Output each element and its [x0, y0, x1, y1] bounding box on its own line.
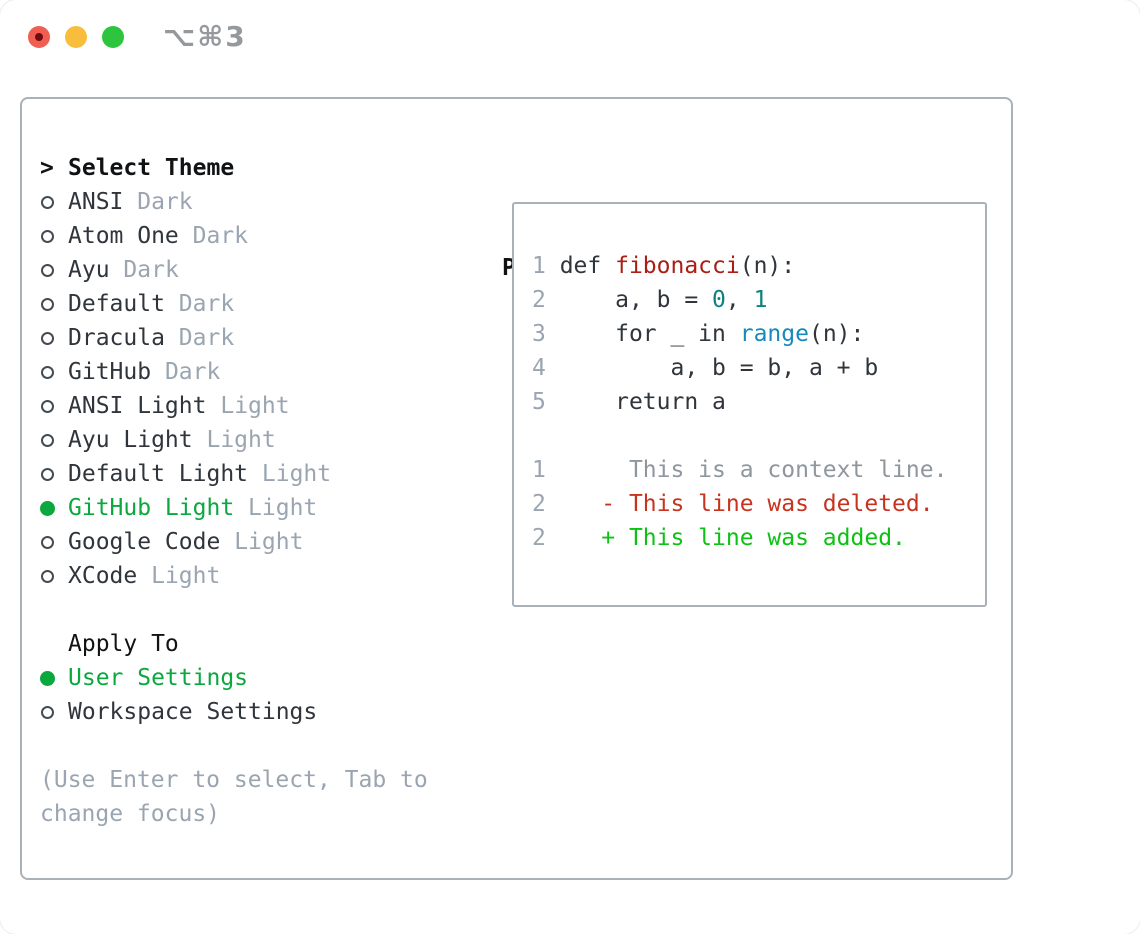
select-theme-header-row: > Select Theme: [40, 151, 480, 185]
apply-option-workspace-settings[interactable]: Workspace Settings: [40, 695, 480, 729]
line-number: 1: [532, 457, 602, 483]
radio-icon[interactable]: [40, 467, 68, 481]
preview-code: 1 def fibonacci(n): 2 a, b = 0, 1 3 for _ …: [532, 253, 977, 559]
radio-icon[interactable]: [40, 263, 68, 277]
radio-icon[interactable]: [40, 297, 68, 311]
traffic-lights: [28, 26, 124, 48]
cursor-indicator: >: [40, 155, 54, 181]
radio-icon[interactable]: [40, 331, 68, 345]
keyboard-hint: (Use Enter to select, Tab to change focu…: [40, 767, 428, 827]
diff-sample: 1 This is a context line. 2 - This line w…: [532, 457, 977, 559]
theme-variant: Dark: [123, 257, 179, 283]
line-number: 5: [532, 389, 560, 415]
theme-name: ANSI Light: [68, 393, 207, 419]
titlebar: ⌥⌘3: [0, 0, 1140, 74]
apply-to-header-row: Apply To: [40, 627, 480, 661]
theme-variant: Dark: [164, 359, 221, 385]
line-number: 2: [532, 287, 560, 313]
line-number: 2: [532, 491, 602, 517]
radio-icon[interactable]: [40, 535, 68, 549]
code-line: 3 for _ in range(n):: [532, 321, 865, 347]
theme-variant: Light: [220, 393, 290, 419]
theme-option-atom-one-dark[interactable]: Atom One Dark: [40, 219, 480, 253]
theme-variant: Dark: [137, 189, 193, 215]
minimize-button-icon[interactable]: [65, 26, 87, 48]
zoom-button-icon[interactable]: [102, 26, 124, 48]
blank-line: [532, 423, 977, 457]
radio-selected-icon[interactable]: [40, 500, 68, 516]
code-line: 5 return a: [532, 389, 726, 415]
theme-name: Dracula: [68, 325, 165, 351]
theme-option-google-code-light[interactable]: Google Code Light: [40, 525, 480, 559]
code-line: 1 def fibonacci(n):: [532, 253, 796, 279]
apply-option-label: Workspace Settings: [68, 699, 318, 725]
line-number: 4: [532, 355, 560, 381]
radio-icon[interactable]: [40, 229, 68, 243]
theme-name: Ayu Light: [68, 427, 193, 453]
code-line: 2 a, b = 0, 1: [532, 287, 768, 313]
theme-option-ansi-dark[interactable]: ANSI Dark: [40, 185, 480, 219]
line-number: 3: [532, 321, 560, 347]
close-button-icon[interactable]: [28, 26, 50, 48]
window-title: ⌥⌘3: [163, 20, 247, 53]
theme-option-dracula-dark[interactable]: Dracula Dark: [40, 321, 480, 355]
theme-option-ayu-dark[interactable]: Ayu Dark: [40, 253, 480, 287]
theme-name: Default: [68, 291, 165, 317]
apply-option-user-settings[interactable]: User Settings: [40, 661, 480, 695]
theme-name: XCode: [68, 563, 138, 589]
theme-option-default-dark[interactable]: Default Dark: [40, 287, 480, 321]
radio-icon[interactable]: [40, 195, 68, 209]
theme-name: GitHub Light: [68, 495, 235, 521]
radio-icon[interactable]: [40, 705, 68, 719]
theme-variant: Light: [248, 495, 318, 521]
theme-name: Google Code: [68, 529, 221, 555]
theme-name: Atom One: [68, 223, 179, 249]
preview-box: 1 def fibonacci(n): 2 a, b = 0, 1 3 for _ …: [512, 202, 987, 607]
radio-selected-icon[interactable]: [40, 670, 68, 686]
theme-name: Default Light: [68, 461, 249, 487]
diff-line-added: 2 + This line was added.: [532, 525, 906, 551]
theme-variant: Light: [151, 563, 221, 589]
select-theme-header: Select Theme: [68, 155, 235, 181]
line-number: 1: [532, 253, 560, 279]
theme-name: GitHub: [68, 359, 152, 385]
code-line: 4 a, b = b, a + b: [532, 355, 879, 381]
diff-line-deleted: 2 - This line was deleted.: [532, 491, 934, 517]
theme-option-github-light-light[interactable]: GitHub Light Light: [40, 491, 480, 525]
theme-option-default-light-light[interactable]: Default Light Light: [40, 457, 480, 491]
theme-variant: Light: [234, 529, 304, 555]
theme-variant: Dark: [192, 223, 249, 249]
theme-option-github-dark[interactable]: GitHub Dark: [40, 355, 480, 389]
theme-variant: Dark: [178, 291, 235, 317]
theme-variant: Light: [261, 461, 332, 487]
theme-variant: Dark: [178, 325, 235, 351]
code-sample: 1 def fibonacci(n): 2 a, b = 0, 1 3 for _ …: [532, 253, 977, 423]
radio-icon[interactable]: [40, 433, 68, 447]
theme-option-ansi-light-light[interactable]: ANSI Light Light: [40, 389, 480, 423]
theme-name: ANSI: [68, 189, 124, 215]
theme-name: Ayu: [68, 257, 110, 283]
radio-icon[interactable]: [40, 365, 68, 379]
theme-variant: Light: [206, 427, 276, 453]
apply-to-header: Apply To: [68, 631, 179, 657]
theme-option-ayu-light-light[interactable]: Ayu Light Light: [40, 423, 480, 457]
radio-icon[interactable]: [40, 569, 68, 583]
theme-option-xcode-light[interactable]: XCode Light: [40, 559, 480, 593]
apply-option-label: User Settings: [68, 665, 249, 691]
line-number: 2: [532, 525, 602, 551]
diff-line-context: 1 This is a context line.: [532, 457, 948, 483]
radio-icon[interactable]: [40, 399, 68, 413]
